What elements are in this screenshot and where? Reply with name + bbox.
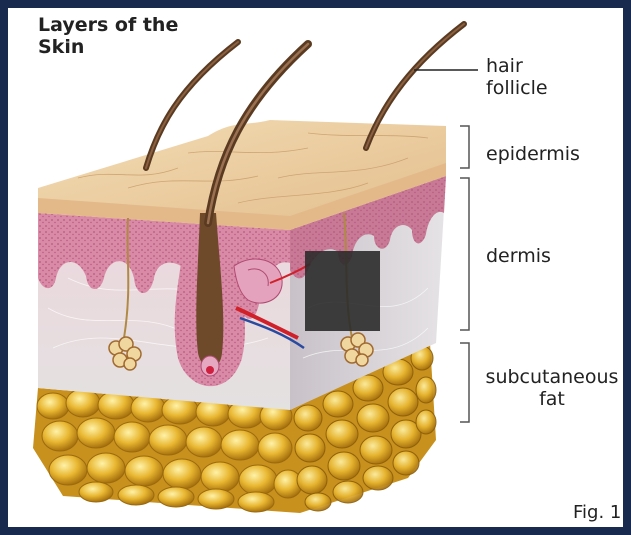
label-hair-follicle: hair follicle (486, 55, 566, 99)
label-dermis: dermis (486, 245, 551, 267)
dermis-bracket (460, 178, 469, 330)
label-subcutaneous-fat: subcutaneous fat (482, 366, 622, 410)
diagram-title: Layers of the Skin (38, 14, 198, 58)
subcutaneous-fat-bracket (460, 343, 469, 422)
figure-label: Fig. 1 (573, 502, 621, 523)
label-epidermis: epidermis (486, 143, 580, 165)
redaction-box (305, 251, 380, 331)
epidermis-bracket (460, 126, 469, 168)
